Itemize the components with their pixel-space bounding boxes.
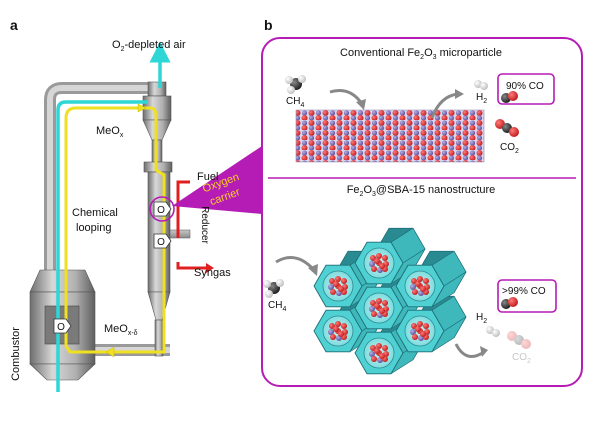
h2-molecule-top xyxy=(474,80,488,90)
carrier-top-arrowhead xyxy=(137,103,147,113)
h2-molecule-bottom xyxy=(486,326,500,337)
fe2o3-nanoparticle-atom xyxy=(338,331,344,337)
fe2o3-nanoparticle-atom xyxy=(379,308,385,314)
fe2o3-lattice-slab xyxy=(295,109,485,163)
fe2o3-nanoparticle-atom xyxy=(371,311,377,317)
fe2o3-nanoparticle-atom xyxy=(423,278,429,284)
ch4-molecule-bottom xyxy=(263,279,284,298)
fe2o3-nanoparticle-atom xyxy=(379,353,385,359)
fe2o3-nanoparticle-atom xyxy=(330,289,336,295)
fe2o3-nanoparticle-atom xyxy=(335,276,341,282)
fe2o3-nanoparticle-atom xyxy=(412,289,418,295)
fe2o3-nanoparticle-atom xyxy=(417,276,423,282)
panel-a-letter: a xyxy=(10,17,18,33)
fe2o3-nanoparticle-atom xyxy=(417,321,423,327)
fe2o3-nanoparticle-atom xyxy=(415,281,421,287)
h2-label-bottom: H2 xyxy=(476,312,487,325)
microparticle-title: Conventional Fe2O3 microparticle xyxy=(340,47,502,61)
svg-text:O: O xyxy=(57,322,65,333)
fe2o3-nanoparticle-atom xyxy=(333,326,339,332)
fe2o3-nanoparticle-atom xyxy=(410,329,416,335)
syngas-arrowhead xyxy=(206,263,214,273)
fe2o3-nanoparticle-atom xyxy=(333,281,339,287)
o2-depleted-air-label: O2-depleted air xyxy=(112,39,186,53)
fe2o3-nanoparticle-atom xyxy=(369,306,375,312)
syngas-outlet-line xyxy=(176,262,208,270)
fe2o3-nanoparticle-atom xyxy=(410,284,416,290)
fe2o3-nanoparticle-atom xyxy=(376,253,382,259)
ch4-label-top: CH4 xyxy=(286,96,304,109)
fe2o3-nanoparticle-atom xyxy=(374,303,380,309)
fe2o3-nanoparticle-atom xyxy=(420,286,426,292)
product-arrowhead-top xyxy=(455,89,464,99)
oxygen-carrier-callout xyxy=(172,146,262,214)
co-molecule-top xyxy=(501,91,518,103)
fe2o3-nanoparticle-atom xyxy=(328,329,334,335)
carrier-return-arrowhead xyxy=(105,346,115,358)
fe2o3-nanoparticle-atom xyxy=(341,278,347,284)
air-stream-line xyxy=(56,100,148,392)
svg-text:O: O xyxy=(157,205,165,216)
co2-molecule-bottom-faded xyxy=(507,331,531,349)
fuel-label: Fuel xyxy=(197,171,218,183)
fe2o3-nanoparticle-atom xyxy=(369,351,375,357)
fe2o3-nanoparticle-atom xyxy=(328,284,334,290)
fe2o3-nanoparticle-atom xyxy=(423,323,429,329)
meox-label: MeOx xyxy=(96,125,124,139)
carrier-loop-line xyxy=(64,106,166,354)
fe2o3-nanoparticle-atom xyxy=(371,266,377,272)
fe2o3-nanoparticle-atom xyxy=(335,321,341,327)
fe2o3-nanoparticle-atom xyxy=(382,300,388,306)
fe2o3-nanoparticle-atom xyxy=(420,331,426,337)
riser-pipe-loop xyxy=(44,82,170,356)
panel-b-letter: b xyxy=(264,17,273,33)
o-marker-combustor: O xyxy=(53,318,72,334)
fe2o3-nanoparticle-atom xyxy=(376,343,382,349)
fe2o3-nanoparticle-atom xyxy=(330,334,336,340)
fe2o3-nanoparticle-atom xyxy=(376,298,382,304)
ch4-arrowhead-top xyxy=(356,99,366,110)
ch4-molecule-top xyxy=(285,75,306,94)
chemical-label: Chemical xyxy=(72,207,118,219)
co-90-label: 90% CO xyxy=(506,81,544,92)
fe2o3-nanoparticle-atom xyxy=(374,258,380,264)
fe2o3-nanoparticle-atom xyxy=(374,348,380,354)
fe2o3-nanoparticle-atom xyxy=(341,323,347,329)
co2-label-top: CO2 xyxy=(500,142,519,155)
svg-text:O: O xyxy=(157,237,165,248)
o-marker-reducer-top: O xyxy=(149,196,175,222)
fe2o3-nanoparticle-atom xyxy=(382,345,388,351)
fuel-inlet-line xyxy=(176,180,190,238)
reducer-label: Reducer xyxy=(199,206,210,244)
fe2o3-nanoparticle-atom xyxy=(369,261,375,267)
co-molecule-bottom xyxy=(501,297,518,309)
o-marker-reducer-bottom: O xyxy=(153,233,172,249)
product-arrowhead-bottom xyxy=(480,346,488,357)
fe2o3-nanoparticle-atom xyxy=(412,334,418,340)
ch4-label-bottom: CH4 xyxy=(268,300,286,313)
fe2o3-nanoparticle-atom xyxy=(379,263,385,269)
co2-label-bottom-faded: CO2 xyxy=(512,352,531,365)
ch4-arrowhead-bottom xyxy=(308,264,318,276)
co-99-label: >99% CO xyxy=(502,286,546,297)
reducer-column xyxy=(143,161,191,357)
combustor-label: Combustor xyxy=(10,327,22,381)
meox-delta-label: MeOx-δ xyxy=(104,323,138,337)
carrier-return-line xyxy=(64,330,110,354)
product-arrow-bottom xyxy=(454,343,485,358)
fe2o3-nanoparticle-atom xyxy=(382,255,388,261)
fe2o3-nanoparticle-atom xyxy=(338,286,344,292)
looping-label: looping xyxy=(76,222,111,234)
fe2o3-nanoparticle-atom xyxy=(415,326,421,332)
sba15-hexagonal-block xyxy=(313,227,467,375)
fe2o3-nanoparticle-atom xyxy=(371,356,377,362)
h2-label-top: H2 xyxy=(476,92,487,105)
co2-molecule-top xyxy=(495,119,519,137)
nanostructure-title: Fe2O3@SBA-15 nanostructure xyxy=(347,184,496,198)
syngas-label: Syngas xyxy=(194,267,231,279)
